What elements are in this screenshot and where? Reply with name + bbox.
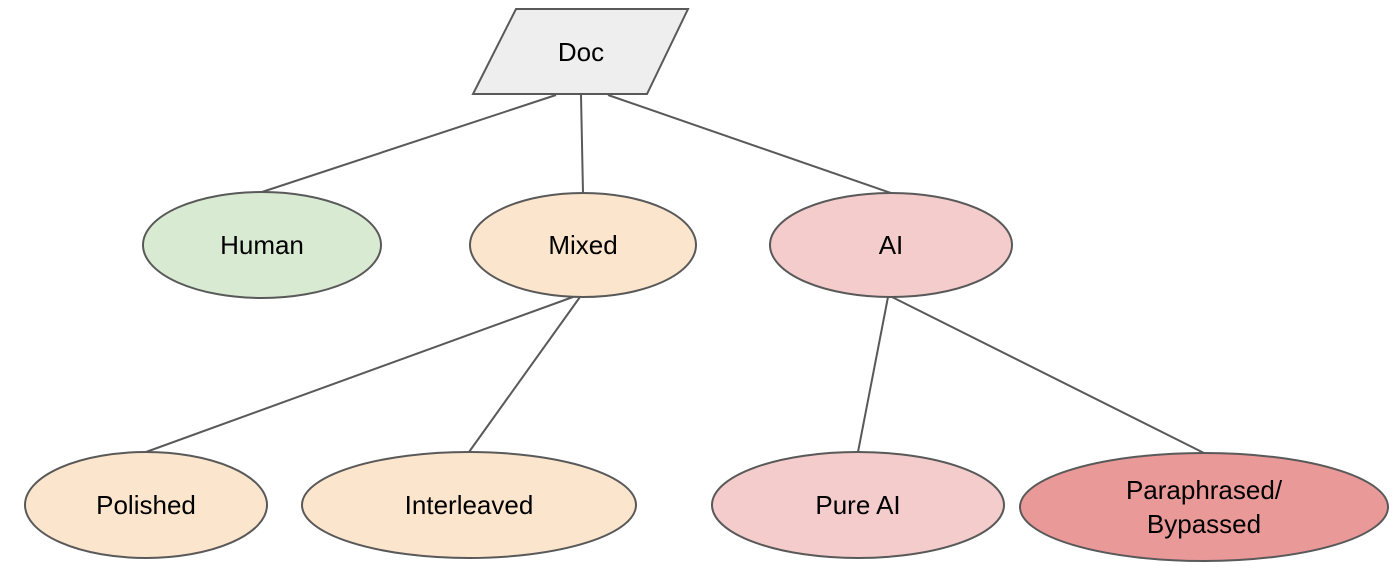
- ai-shape: [769, 192, 1013, 298]
- doc-shape: [471, 8, 690, 95]
- node-human: Human: [142, 191, 382, 299]
- node-polished: Polished: [24, 451, 268, 559]
- edge-doc-human: [261, 94, 557, 193]
- interleaved-shape: [301, 451, 637, 559]
- node-paraphrased-bypassed: Paraphrased/Bypassed: [1019, 452, 1389, 562]
- node-ai: AI: [769, 192, 1013, 298]
- edge-ai-paraphrased-bypassed: [891, 296, 1205, 454]
- node-pure-ai: Pure AI: [711, 451, 1005, 559]
- ai-label: AI: [879, 230, 904, 260]
- edge-mixed-polished: [145, 296, 574, 453]
- pure-ai-shape: [711, 451, 1005, 559]
- node-interleaved: Interleaved: [301, 451, 637, 559]
- human-label: Human: [220, 230, 304, 260]
- node-mixed: Mixed: [469, 192, 697, 298]
- edge-mixed-interleaved: [468, 296, 581, 453]
- polished-label: Polished: [96, 490, 196, 520]
- mixed-label: Mixed: [548, 230, 617, 260]
- edge-ai-pure-ai: [857, 296, 889, 453]
- paraphrased-bypassed-shape: [1019, 452, 1389, 562]
- mixed-shape: [469, 192, 697, 298]
- edge-doc-mixed: [580, 94, 584, 194]
- doc-label: Doc: [558, 37, 604, 67]
- human-shape: [142, 191, 382, 299]
- node-doc: Doc: [471, 8, 690, 95]
- pure-ai-label: Pure AI: [815, 490, 900, 520]
- interleaved-label: Interleaved: [405, 490, 534, 520]
- paraphrased-bypassed-label: Paraphrased/Bypassed: [1126, 475, 1283, 539]
- edge-doc-ai: [607, 94, 892, 194]
- polished-shape: [24, 451, 268, 559]
